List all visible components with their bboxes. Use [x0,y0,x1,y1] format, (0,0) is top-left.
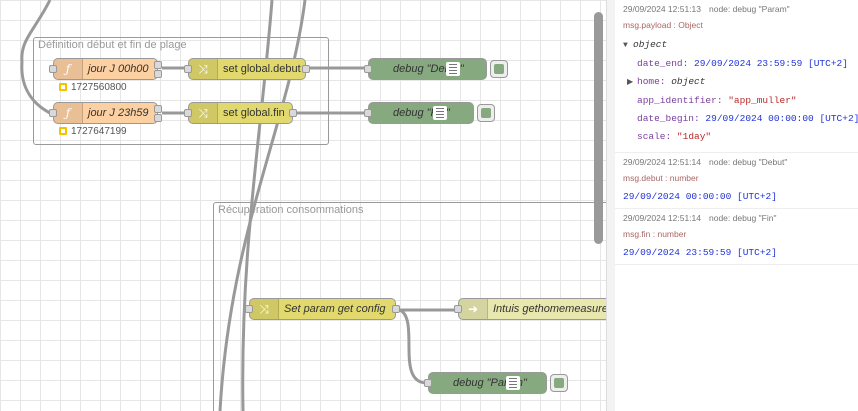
object-tree: ▼ object date_end: 29/09/2024 23:59:59 [U… [623,36,858,146]
list-icon [506,376,520,390]
function-icon: ƒ [54,59,83,79]
message-meta: 29/09/2024 12:51:14 node: debug "Fin" [623,213,850,223]
input-port[interactable] [184,65,192,73]
message-value[interactable]: 29/09/2024 23:59:59 [UTC+2] [623,247,777,258]
message-timestamp: 29/09/2024 12:51:14 [623,213,701,223]
node-label: set global.debut [223,63,301,75]
shuffle-icon: ⤨ [189,59,218,79]
message-timestamp: 29/09/2024 12:51:14 [623,157,701,167]
tree-row: app_identifier: "app_muller" [623,92,850,110]
caret-right-icon: ▶ [627,78,634,87]
debug-node-fin[interactable]: debug "Fin" [364,102,495,124]
input-port[interactable] [364,65,372,73]
wire-long-2[interactable] [241,0,274,411]
debug-toggle-button[interactable] [550,374,568,392]
tree-row: date_begin: 29/09/2024 00:00:00 [UTC+2] [623,110,858,128]
http-node-intuis[interactable]: ➜ Intuis gethomemeasure [454,298,606,320]
debug-toggle-button[interactable] [490,60,508,78]
wires-layer [20,0,457,411]
message-node[interactable]: node: debug "Debut" [709,157,788,167]
field-key: app_identifier: [637,95,723,106]
status-dot-icon [59,127,67,135]
field-value: 29/09/2024 23:59:59 [UTC+2] [694,58,848,69]
field-value: "app_muller" [728,95,797,106]
caret-down-icon: ▼ [623,41,628,50]
tree-row: date_end: 29/09/2024 23:59:59 [UTC+2] [623,55,850,73]
input-port[interactable] [184,109,192,117]
input-port[interactable] [424,379,432,387]
input-port[interactable] [454,305,462,313]
field-value: object [671,76,706,87]
field-key: date_end: [637,58,689,69]
change-node-param[interactable]: ⤨ Set param get config [245,298,400,320]
input-port[interactable] [245,305,253,313]
node-label: Set param get config [284,303,386,315]
debug-toggle-button[interactable] [477,104,495,122]
field-key: date_begin: [637,113,700,124]
debug-sidebar: 29/09/2024 12:51:13 node: debug "Param" m… [615,0,858,411]
arrow-icon: ➜ [459,299,488,319]
status-dot-icon [59,83,67,91]
field-key: scale: [637,131,672,142]
output-port-2[interactable] [154,114,162,122]
wire-long-1[interactable] [218,0,307,411]
debug-node-param[interactable]: debug "Param" [424,372,568,394]
group-definition-label: Définition début et fin de plage [38,39,187,51]
input-port[interactable] [49,65,57,73]
field-value: "1day" [676,131,712,142]
output-port[interactable] [302,65,310,73]
message-topic: msg.debut : number [623,173,699,183]
wire-left-loop[interactable] [20,61,51,115]
shuffle-icon: ⤨ [189,103,218,123]
message-value[interactable]: 29/09/2024 00:00:00 [UTC+2] [623,191,777,202]
message-topic: msg.fin : number [623,229,687,239]
group-definition[interactable]: Définition début et fin de plage [33,37,329,145]
message-meta: 29/09/2024 12:51:14 node: debug "Debut" [623,157,850,167]
shuffle-icon: ⤨ [250,299,279,319]
debug-message-fin[interactable]: 29/09/2024 12:51:14 node: debug "Fin" msg… [615,209,858,265]
node-label: Intuis gethomemeasure [493,303,606,315]
debug-message-debut[interactable]: 29/09/2024 12:51:14 node: debug "Debut" m… [615,153,858,209]
group-recuperation-label: Récupération consommations [218,204,364,216]
message-meta: 29/09/2024 12:51:13 node: debug "Param" [623,4,850,14]
status-text: 1727560800 [71,82,127,93]
node-label: set global.fin [223,107,285,119]
input-port[interactable] [364,109,372,117]
debug-node-debut[interactable]: debug "Debut" [364,58,508,80]
wire-param-debug[interactable] [399,308,428,385]
output-port[interactable] [392,305,400,313]
debug-message-param[interactable]: 29/09/2024 12:51:13 node: debug "Param" m… [615,0,858,153]
change-node-debut[interactable]: ⤨ set global.debut [184,58,310,80]
group-recuperation[interactable]: Récupération consommations [213,202,606,411]
function-node-debut[interactable]: ƒ jour J 00h00 [49,58,162,80]
input-port[interactable] [49,109,57,117]
field-key: home: [637,76,666,87]
output-port[interactable] [289,109,297,117]
field-value: 29/09/2024 00:00:00 [UTC+2] [705,113,858,124]
output-port-1[interactable] [154,61,162,69]
output-port-1[interactable] [154,105,162,113]
flow-workspace[interactable]: Définition début et fin de plage Récupér… [0,0,606,411]
message-node[interactable]: node: debug "Param" [709,4,790,14]
tree-row: scale: "1day" [623,128,850,146]
status-fin: 1727647199 [59,126,127,137]
object-root[interactable]: ▼ object [623,36,850,55]
list-icon [433,106,447,120]
status-text: 1727647199 [71,126,127,137]
node-label: jour J 00h00 [88,63,149,75]
message-timestamp: 29/09/2024 12:51:13 [623,4,701,14]
object-type: object [633,39,668,50]
message-topic: msg.payload : Object [623,20,703,30]
change-node-fin[interactable]: ⤨ set global.fin [184,102,297,124]
function-icon: ƒ [54,103,83,123]
node-label: jour J 23h59 [88,107,149,119]
output-port-2[interactable] [154,70,162,78]
workspace-scrollbar[interactable] [594,12,603,244]
wire-top-left[interactable] [20,0,52,63]
message-node[interactable]: node: debug "Fin" [709,213,777,223]
list-icon [446,62,460,76]
function-node-fin[interactable]: ƒ jour J 23h59 [49,102,162,124]
status-debut: 1727560800 [59,82,127,93]
tree-row-home[interactable]: ▶home: object [623,73,850,92]
